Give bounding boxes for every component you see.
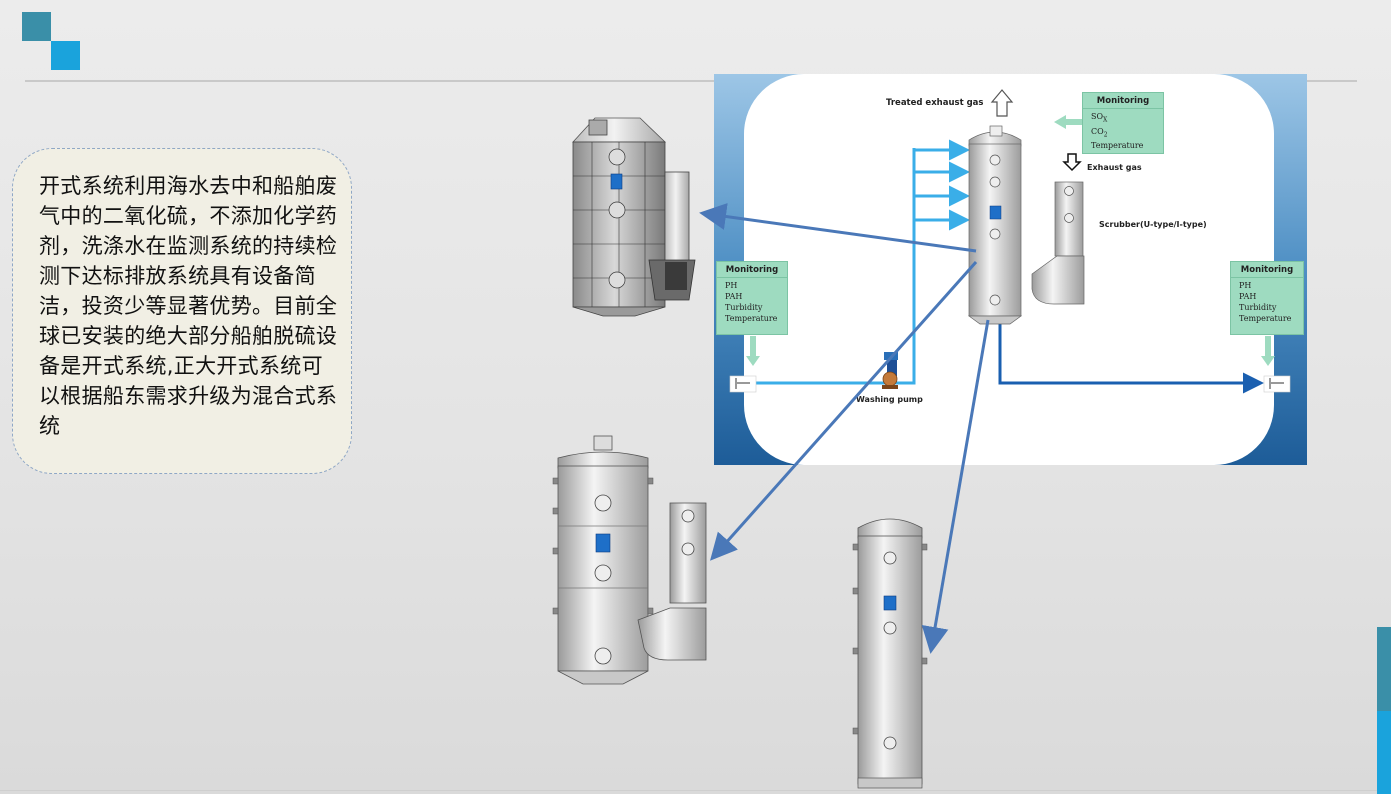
monitoring-gas-box: Monitoring SOX CO2 Temperature — [1082, 92, 1164, 154]
description-callout: 开式系统利用海水去中和船舶废气中的二氧化硫，不添加化学药剂，洗涤水在监测系统的持… — [12, 148, 352, 474]
monitoring-gas-item-co2: CO2 — [1091, 126, 1108, 139]
black-down-arrow-icon — [1062, 153, 1082, 172]
monitoring-outlet-item: Turbidity — [1239, 303, 1277, 312]
diagram-background — [714, 74, 1307, 465]
monitoring-outlet-item: PH — [1239, 281, 1252, 290]
description-text: 开式系统利用海水去中和船舶废气中的二氧化硫，不添加化学药剂，洗涤水在监测系统的持… — [39, 174, 338, 438]
i-type-scrubber-illustration — [852, 518, 928, 789]
monitoring-inlet-title: Monitoring — [717, 262, 787, 278]
monitoring-outlet-item: PAH — [1239, 292, 1257, 301]
side-accent-light — [1377, 711, 1391, 794]
side-accent-dark — [1377, 627, 1391, 711]
monitoring-inlet-box: Monitoring PH PAH Turbidity Temperature — [716, 261, 788, 335]
logo-square-teal — [22, 12, 51, 41]
footer-rule — [0, 790, 1391, 791]
monitoring-gas-title: Monitoring — [1083, 93, 1163, 109]
monitoring-gas-item-sox: SOX — [1091, 112, 1108, 124]
monitoring-outlet-box: Monitoring PH PAH Turbidity Temperature — [1230, 261, 1304, 335]
logo-square-blue — [51, 41, 80, 70]
header-rule — [25, 80, 1357, 82]
process-diagram: Treated exhaust gas Exhaust gas Scrubber… — [714, 74, 1307, 465]
monitoring-gas-item-temperature: Temperature — [1091, 141, 1144, 151]
monitoring-inlet-item: Turbidity — [725, 303, 763, 312]
u-type-scrubber-illustration — [552, 435, 707, 685]
washing-pump-label: Washing pump — [856, 395, 923, 404]
monitoring-inlet-item: PH — [725, 281, 738, 290]
exhaust-gas-label: Exhaust gas — [1087, 163, 1142, 172]
hollow-up-arrow-icon — [990, 89, 1014, 117]
monitoring-inlet-item: PAH — [725, 292, 743, 301]
scrubber-label: Scrubber(U-type/I-type) — [1099, 220, 1207, 229]
monitoring-outlet-title: Monitoring — [1231, 262, 1303, 278]
monitoring-outlet-item: Temperature — [1239, 314, 1292, 323]
monitoring-inlet-item: Temperature — [725, 314, 778, 323]
treated-exhaust-label: Treated exhaust gas — [886, 98, 984, 108]
square-scrubber-illustration — [572, 117, 696, 317]
